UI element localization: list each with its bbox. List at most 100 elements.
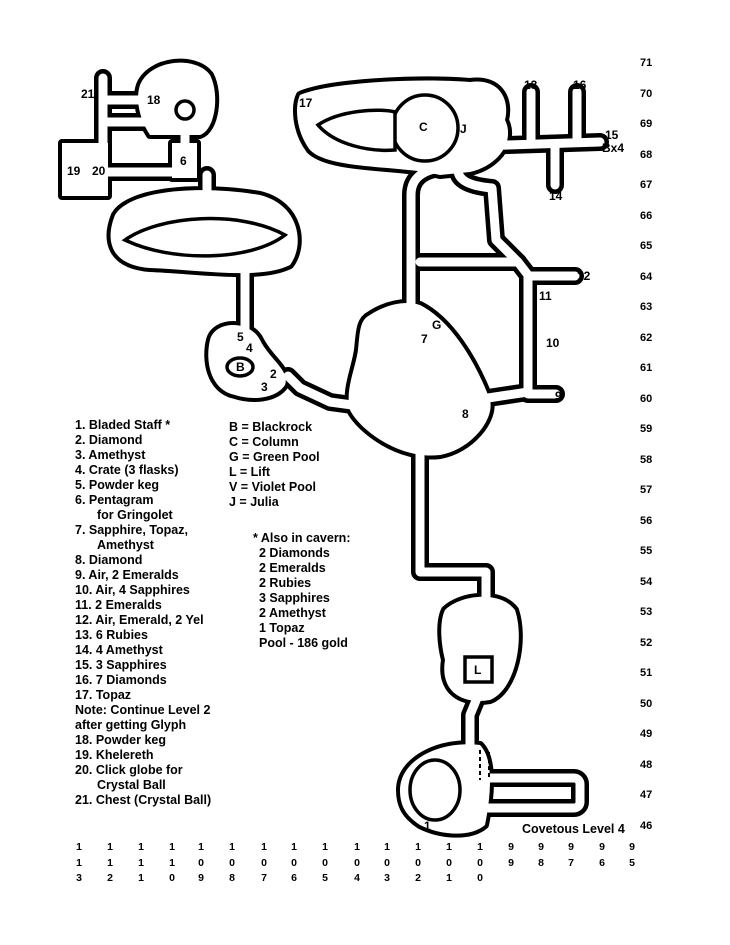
map-label-c: C [419, 120, 428, 134]
map-label-5: 5 [237, 330, 244, 344]
legend-item: 11. 2 Emeralds [75, 598, 162, 612]
map-label-13: 13 [524, 78, 538, 92]
x-axis-digit: 1 [107, 856, 113, 869]
legend-item: 14. 4 Amethyst [75, 643, 163, 657]
map-label-15-bx4: Bx4 [602, 141, 625, 155]
legend-item: 3. Amethyst [75, 448, 146, 462]
x-axis-digit: 7 [568, 856, 574, 869]
x-axis-digit: 1 [76, 841, 82, 853]
y-axis-tick: 71 [640, 57, 653, 69]
x-axis-digit: 1 [446, 841, 452, 853]
y-axis-tick: 58 [640, 453, 653, 466]
x-axis-digit: 5 [322, 872, 328, 884]
legend-item: 13. 6 Rubies [75, 628, 148, 642]
x-axis-digit: 1 [169, 856, 175, 869]
x-axis-digit: 1 [291, 841, 297, 853]
cavern-note-line: 2 Amethyst [259, 606, 326, 620]
cavern-note-line: 2 Emeralds [259, 561, 326, 575]
x-axis-digit: 1 [322, 841, 328, 853]
legend-item: 10. Air, 4 Sapphires [75, 583, 190, 597]
x-axis-digit: 1 [229, 841, 235, 853]
cavern-note-line: * Also in cavern: [253, 531, 351, 545]
legend-item: 18. Powder keg [75, 733, 167, 747]
y-axis-tick: 49 [640, 728, 653, 740]
legend-item: 20. Click globe for [75, 763, 183, 777]
y-axis-tick: 70 [640, 87, 653, 100]
blackrock [225, 356, 255, 378]
x-axis-digit: 3 [384, 872, 390, 884]
y-axis-tick: 63 [640, 301, 653, 313]
x-axis-digit: 0 [446, 856, 452, 869]
legend-item: 16. 7 Diamonds [75, 673, 167, 687]
y-axis-tick: 60 [640, 392, 653, 405]
y-axis-tick: 57 [640, 484, 653, 496]
map-label-8: 8 [462, 407, 469, 421]
x-axis-digit: 0 [229, 856, 235, 869]
legend-item: 6. Pentagram [75, 493, 154, 507]
map-label-17: 17 [299, 96, 313, 110]
map-label-g: G [432, 318, 442, 332]
cavern-note-line: 1 Topaz [259, 621, 305, 635]
x-axis-digit: 1 [107, 841, 113, 853]
legend-item: 9. Air, 2 Emeralds [75, 568, 179, 582]
map-label-18: 18 [147, 93, 161, 107]
pillar-18 [174, 99, 196, 121]
x-axis-digit: 8 [229, 872, 235, 884]
x-axis-digit: 0 [477, 856, 483, 869]
x-axis-digit: 4 [354, 872, 360, 884]
legend-item: 2. Diamond [75, 433, 143, 447]
x-axis-digit: 9 [508, 856, 514, 869]
legend-item: 7. Sapphire, Topaz, [75, 523, 188, 537]
key-item: B = Blackrock [229, 420, 313, 434]
y-axis-tick: 55 [640, 545, 653, 557]
x-axis-digit: 1 [477, 841, 483, 853]
x-axis-digit: 1 [261, 841, 267, 853]
x-axis-digit: 1 [198, 841, 204, 853]
y-axis-tick: 68 [640, 148, 653, 161]
map-label-21: 21 [81, 87, 95, 101]
lift [463, 655, 494, 684]
legend-item: 15. 3 Sapphires [75, 658, 167, 672]
legend-item: Note: Continue Level 2 [75, 703, 211, 717]
x-axis-digit: 9 [508, 841, 514, 853]
legend-item: Amethyst [97, 538, 154, 552]
map-label-10: 10 [546, 336, 560, 350]
map-label-6: 6 [180, 154, 187, 168]
y-axis-tick: 64 [640, 270, 653, 283]
x-axis-digit: 5 [629, 856, 635, 869]
cavern-note-line: 2 Diamonds [259, 546, 330, 560]
legend-item: 1. Bladed Staff * [75, 418, 171, 432]
legend-item: 12. Air, Emerald, 2 Yel [75, 613, 204, 627]
y-axis-tick: 46 [640, 819, 653, 832]
map-label-j: J [460, 122, 467, 136]
legend-item: 5. Powder keg [75, 478, 160, 492]
x-axis-digit: 0 [169, 872, 175, 884]
x-axis-digit: 9 [198, 872, 204, 884]
inner-island [121, 216, 289, 258]
x-axis-digit: 0 [415, 856, 421, 869]
map-label-7: 7 [421, 332, 428, 346]
map-label-l: L [474, 663, 482, 677]
cavern-note-line: 2 Rubies [259, 576, 312, 590]
map-title: Covetous Level 4 [522, 822, 625, 836]
y-axis-tick: 67 [640, 179, 653, 191]
legend-item: for Gringolet [97, 508, 173, 522]
x-axis-digit: 9 [568, 841, 574, 853]
x-axis-digit: 0 [384, 856, 390, 869]
key-item: L = Lift [229, 465, 271, 479]
